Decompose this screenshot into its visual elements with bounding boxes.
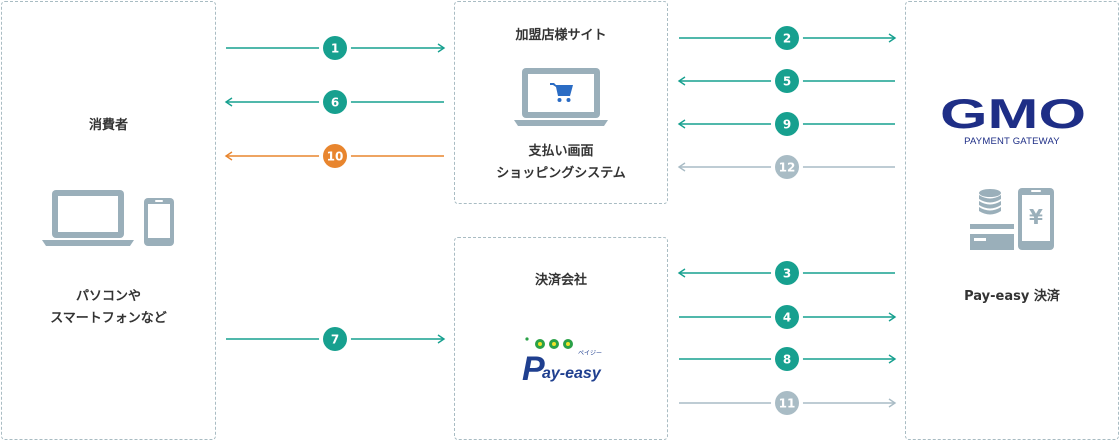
step-badge-10 <box>319 140 351 172</box>
step-label-7: 7 <box>331 333 339 347</box>
step-label-4: 4 <box>783 311 791 325</box>
step-arrowhead-5 <box>677 76 686 86</box>
gmo-logo-text: GMO <box>940 92 1086 132</box>
step-arrowhead-7 <box>437 334 446 344</box>
step-label-6: 6 <box>331 96 339 110</box>
step-arrow-2: 2 <box>679 22 897 54</box>
step-arrowhead-4 <box>888 312 897 322</box>
settlement-box <box>454 237 668 440</box>
smartphone-icon <box>144 198 174 246</box>
step-badge-9 <box>771 108 803 140</box>
consumer-title: 消費者 <box>88 118 128 133</box>
step-label-11: 11 <box>779 397 796 411</box>
step-arrowhead-3 <box>677 268 686 278</box>
step-arrowhead-11 <box>888 398 897 408</box>
step-badge-8 <box>771 343 803 375</box>
step-badge-5 <box>771 65 803 97</box>
step-label-1: 1 <box>331 42 339 56</box>
coins-card-icon <box>970 189 1014 250</box>
settlement-title: 決済会社 <box>534 273 587 288</box>
step-badge-6 <box>319 86 351 118</box>
step-label-5: 5 <box>783 75 791 89</box>
step-arrow-9: 9 <box>677 108 895 140</box>
step-arrow-5: 5 <box>677 65 895 97</box>
step-label-10: 10 <box>327 150 344 164</box>
step-label-3: 3 <box>783 267 791 281</box>
payeasy-kana: ペイジー <box>578 350 602 357</box>
step-arrow-8: 8 <box>679 343 897 375</box>
step-arrow-11: 11 <box>679 387 897 419</box>
step-arrow-1: 1 <box>226 32 446 64</box>
merchant-system-line1: 支払い画面 <box>528 144 594 159</box>
merchant-title: 加盟店様サイト <box>515 28 607 43</box>
step-arrowhead-8 <box>888 354 897 364</box>
step-label-9: 9 <box>783 118 791 132</box>
step-arrowhead-2 <box>888 33 897 43</box>
step-arrowhead-6 <box>224 97 233 107</box>
consumer-devices-label: パソコンや スマートフォンなど <box>1 286 216 330</box>
step-badge-2 <box>771 22 803 54</box>
step-label-8: 8 <box>783 353 791 367</box>
consumer-devices-line2: スマートフォンなど <box>50 311 167 326</box>
step-arrow-10: 10 <box>224 140 444 172</box>
step-arrowhead-10 <box>224 151 233 161</box>
yen-icon: ¥ <box>1029 205 1043 229</box>
step-arrow-3: 3 <box>677 257 895 289</box>
step-arrowhead-9 <box>677 119 686 129</box>
gmo-logo: GMO <box>940 92 1086 132</box>
laptop-cart-icon <box>514 68 608 126</box>
step-arrow-4: 4 <box>679 301 897 333</box>
gateway-caption: Pay-easy 決済 <box>964 289 1060 304</box>
consumer-devices-line1: パソコンや <box>75 289 141 304</box>
step-arrow-12: 12 <box>677 151 895 183</box>
step-badge-7 <box>319 323 351 355</box>
laptop-icon <box>42 190 134 246</box>
step-badge-4 <box>771 301 803 333</box>
cart-icon <box>550 83 573 102</box>
step-arrow-7: 7 <box>226 323 446 355</box>
step-arrowhead-1 <box>437 43 446 53</box>
step-label-2: 2 <box>783 32 791 46</box>
step-arrow-6: 6 <box>224 86 444 118</box>
mobile-yen-icon: ¥ <box>1018 188 1054 250</box>
merchant-system-label: 支払い画面 ショッピングシステム <box>454 141 668 185</box>
gmo-logo-subtitle: PAYMENT GATEWAY <box>964 136 1060 147</box>
step-badge-11 <box>771 387 803 419</box>
step-badge-3 <box>771 257 803 289</box>
merchant-system-line2: ショッピングシステム <box>496 166 626 181</box>
step-label-12: 12 <box>779 161 796 175</box>
step-badge-1 <box>319 32 351 64</box>
gateway-box <box>905 1 1119 440</box>
payeasy-p: P <box>522 350 545 386</box>
payeasy-logo: ペイジー P ay-easy <box>522 337 602 386</box>
step-badge-12 <box>771 151 803 183</box>
step-arrowhead-12 <box>677 162 686 172</box>
payeasy-text: ay-easy <box>542 365 602 382</box>
